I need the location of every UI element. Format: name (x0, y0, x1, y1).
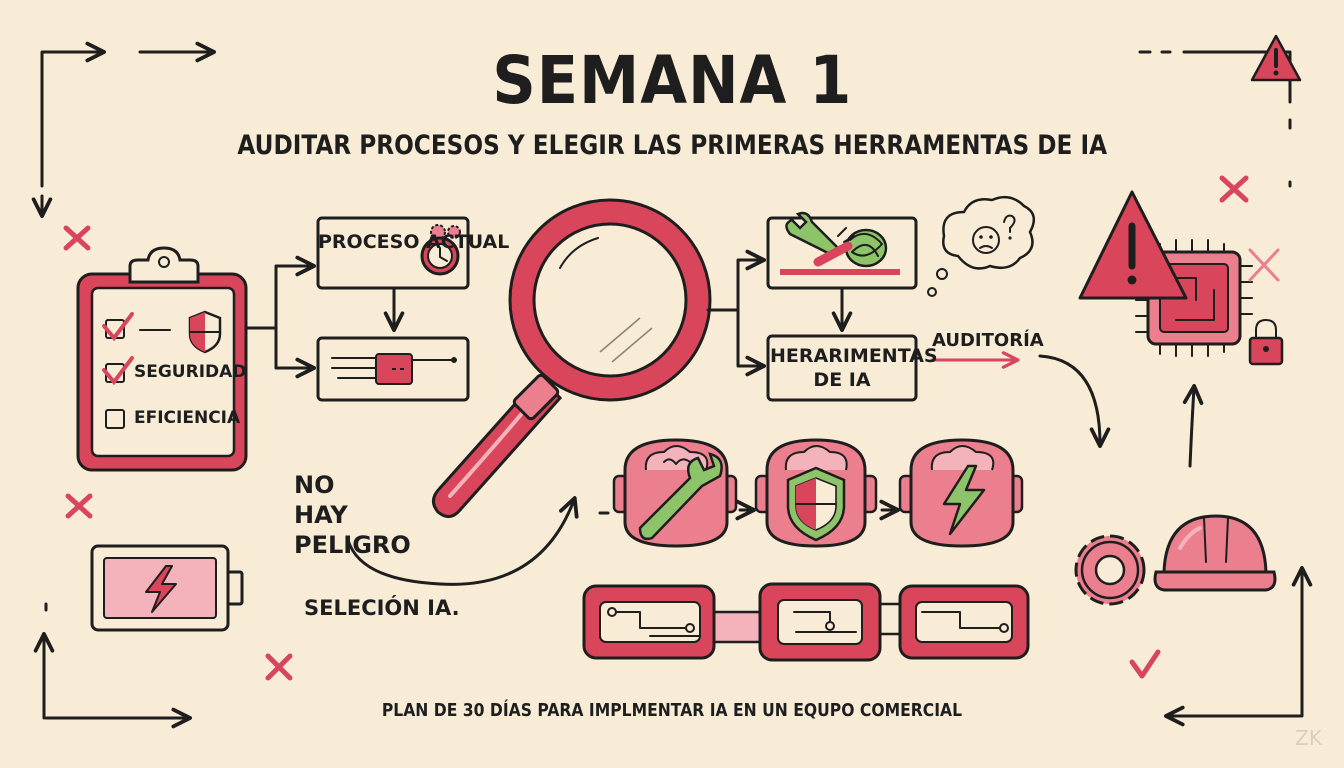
page-title: SEMANA 1 (491, 42, 853, 119)
frame-arrows (31, 41, 1313, 729)
proceso-actual-label: PROCESO ACTUAL (318, 231, 510, 253)
battery-icon (90, 544, 244, 632)
tangle-icon (813, 227, 888, 268)
auditoria-label: AUDITORÍA (932, 330, 1044, 351)
gear-icon (430, 224, 461, 240)
warning-icon (1250, 34, 1302, 82)
page-subtitle: AUDITAR PROCESOS Y ELEGIR LAS PRIMERAS H… (237, 130, 1107, 161)
herramientas-label: HERARIMENTAS DE IA (770, 345, 938, 391)
process-flow-box (316, 336, 470, 402)
confused-thought-icon (927, 195, 1036, 297)
checklist-item-seguridad: SEGURIDAD (134, 362, 247, 382)
footer-caption: PLAN DE 30 DÍAS PARA IMPLMENTAR IA EN UN… (381, 700, 963, 721)
wrench-icon (638, 452, 723, 541)
seleccion-label: SELECIÓN IA. (304, 596, 460, 620)
check-icon (1129, 649, 1161, 679)
hard-hat-icon (1153, 514, 1277, 592)
no-hay-peligro-label: NO HAY PELIGRO (294, 471, 411, 559)
checklist-item-eficiencia: EFICIENCIA (134, 408, 241, 428)
herramientas-box (766, 334, 918, 402)
warning-icon (1078, 190, 1188, 300)
lightning-icon (942, 464, 986, 536)
gear-icon (1074, 534, 1146, 606)
chain-icon (582, 582, 1030, 662)
clock-icon (420, 236, 460, 276)
wrench-icon (785, 211, 842, 258)
shield-icon (786, 466, 846, 542)
cross-icon (63, 175, 1249, 681)
clipboard-icon (76, 246, 248, 472)
watermark: ZK (1295, 726, 1322, 750)
padlock-icon (1248, 319, 1284, 366)
shield-icon (188, 310, 222, 354)
magnifying-glass-icon (432, 198, 712, 518)
